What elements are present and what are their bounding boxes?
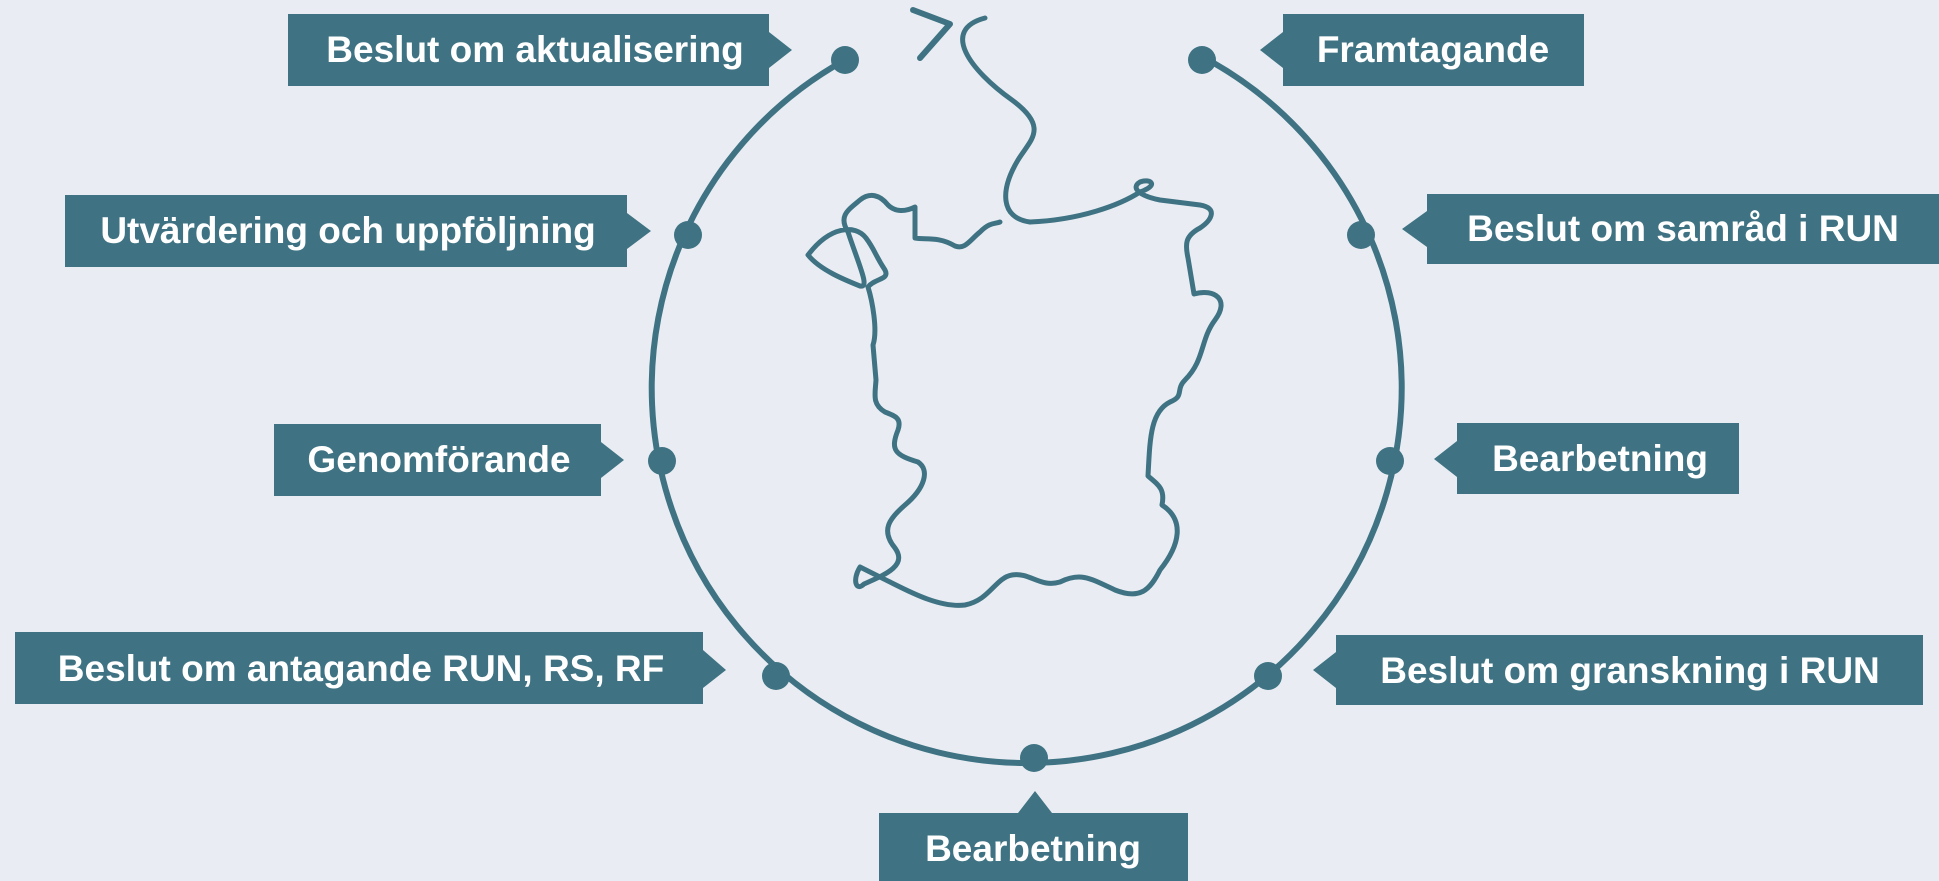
stage-label-s6: Beslut om antagande RUN, RS, RF	[15, 632, 726, 704]
stage-text: Beslut om granskning i RUN	[1380, 650, 1880, 691]
cycle-arrow-icon	[910, 7, 953, 61]
stage-label-s5: Bearbetning	[879, 791, 1188, 881]
stage-text: Beslut om antagande RUN, RS, RF	[58, 648, 664, 689]
stage-label-s4: Beslut om granskning i RUN	[1313, 635, 1923, 705]
stage-label-s1: Framtagande	[1260, 14, 1584, 86]
stage-label-s9: Beslut om aktualisering	[288, 14, 792, 86]
skane-map-icon	[805, 178, 1224, 608]
stage-text: Utvärdering och uppföljning	[100, 210, 595, 251]
stage-text: Bearbetning	[925, 828, 1141, 869]
milestone-dots	[648, 46, 1404, 772]
milestone-dot	[674, 221, 702, 249]
stage-label-s2: Beslut om samråd i RUN	[1402, 194, 1939, 264]
stage-label-s7: Genomförande	[274, 424, 624, 496]
milestone-dot	[1254, 662, 1282, 690]
stage-text: Framtagande	[1317, 29, 1549, 70]
milestone-dot	[648, 447, 676, 475]
milestone-dot	[1376, 447, 1404, 475]
stage-label-s3: Bearbetning	[1434, 423, 1739, 494]
map-connector-squiggle	[960, 15, 1037, 225]
milestone-dot	[1020, 744, 1048, 772]
stage-text: Bearbetning	[1492, 438, 1708, 479]
stage-label-s8: Utvärdering och uppföljning	[65, 195, 651, 267]
milestone-dot	[762, 662, 790, 690]
cycle-circle	[648, 57, 1405, 766]
milestone-dot	[831, 46, 859, 74]
stage-text: Genomförande	[307, 439, 570, 480]
stage-text: Beslut om samråd i RUN	[1467, 208, 1899, 249]
milestone-dot	[1188, 46, 1216, 74]
milestone-dot	[1347, 221, 1375, 249]
stage-text: Beslut om aktualisering	[326, 29, 743, 70]
